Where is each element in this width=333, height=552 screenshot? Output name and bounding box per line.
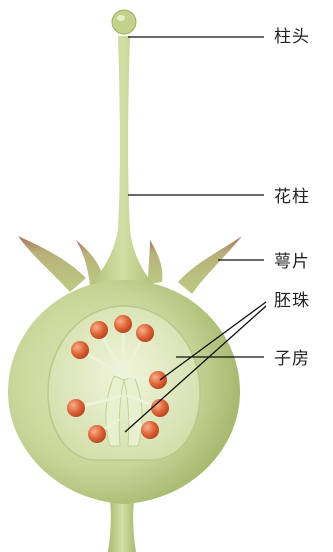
ovule [67,399,85,417]
ovule [114,315,132,333]
label-ovary: 子房 [274,349,310,369]
stalk [108,500,136,552]
stigma [112,10,136,34]
label-ovule: 胚珠 [274,291,310,311]
ovule [141,421,159,439]
label-stigma: 柱头 [274,27,310,47]
ovule [151,399,169,417]
ovule [149,371,167,389]
ovule [90,321,108,339]
label-sepal: 萼片 [274,252,310,272]
label-style: 花柱 [274,187,310,207]
style [84,36,160,292]
ovule [88,425,106,443]
ovule [136,324,154,342]
ovule [71,341,89,359]
